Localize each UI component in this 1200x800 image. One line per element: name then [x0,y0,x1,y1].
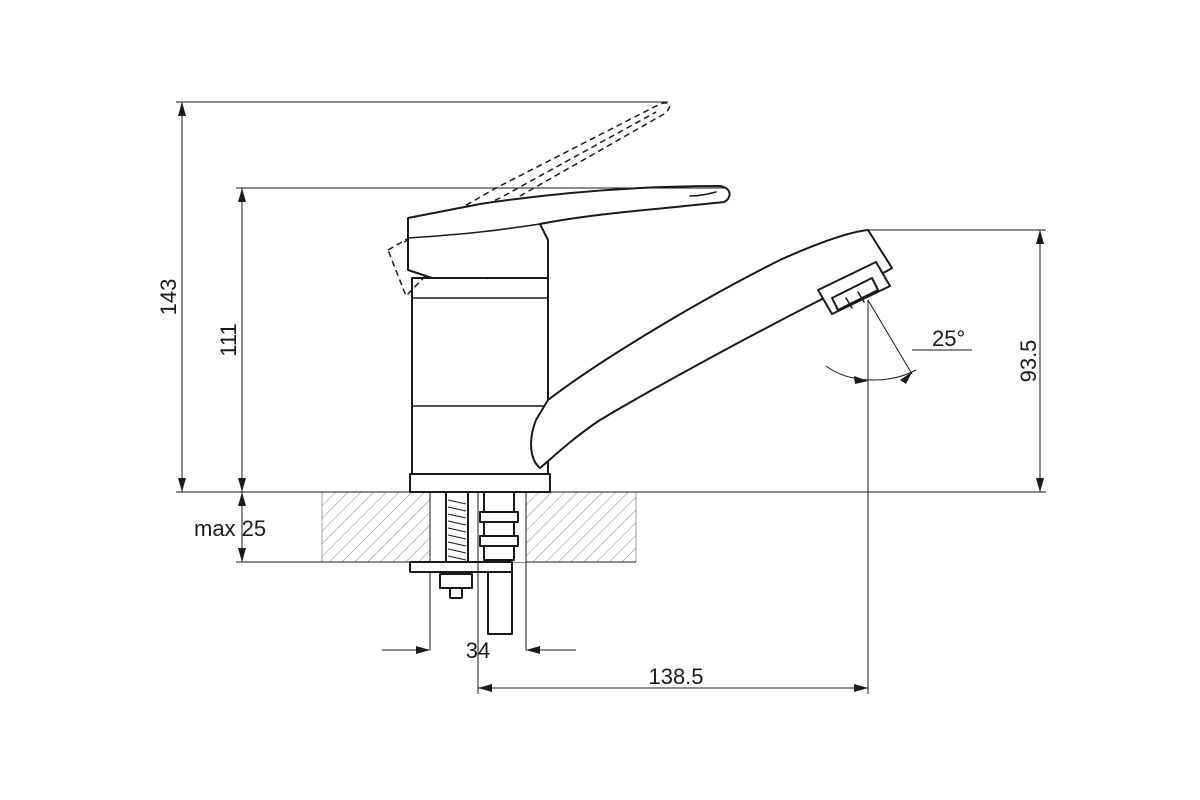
dimension-spout-angle: 25° [825,299,972,694]
dimension-label-total-height: 143 [156,279,181,316]
mounting-hardware [409,491,519,635]
dimension-hole-width: 34 [382,638,576,663]
dimension-spout-height: 93.5 [868,229,1046,492]
dimension-body-height: 111 [216,187,726,492]
dimension-spout-reach: 138.5 [477,492,868,694]
faucet-body [409,277,551,493]
handle-lever [407,185,731,279]
spout [530,229,893,469]
dimension-label-spout-height: 93.5 [1016,340,1041,383]
dimension-countertop-thickness: max 25 [194,492,266,562]
dimension-label-body-height: 111 [216,323,241,356]
dimension-label-spout-reach: 138.5 [648,664,703,689]
dimension-total-height: 143 [156,101,668,492]
countertop-section [176,491,1046,563]
dimension-label-spout-angle: 25° [932,326,965,351]
dimension-label-countertop: max 25 [194,516,266,541]
